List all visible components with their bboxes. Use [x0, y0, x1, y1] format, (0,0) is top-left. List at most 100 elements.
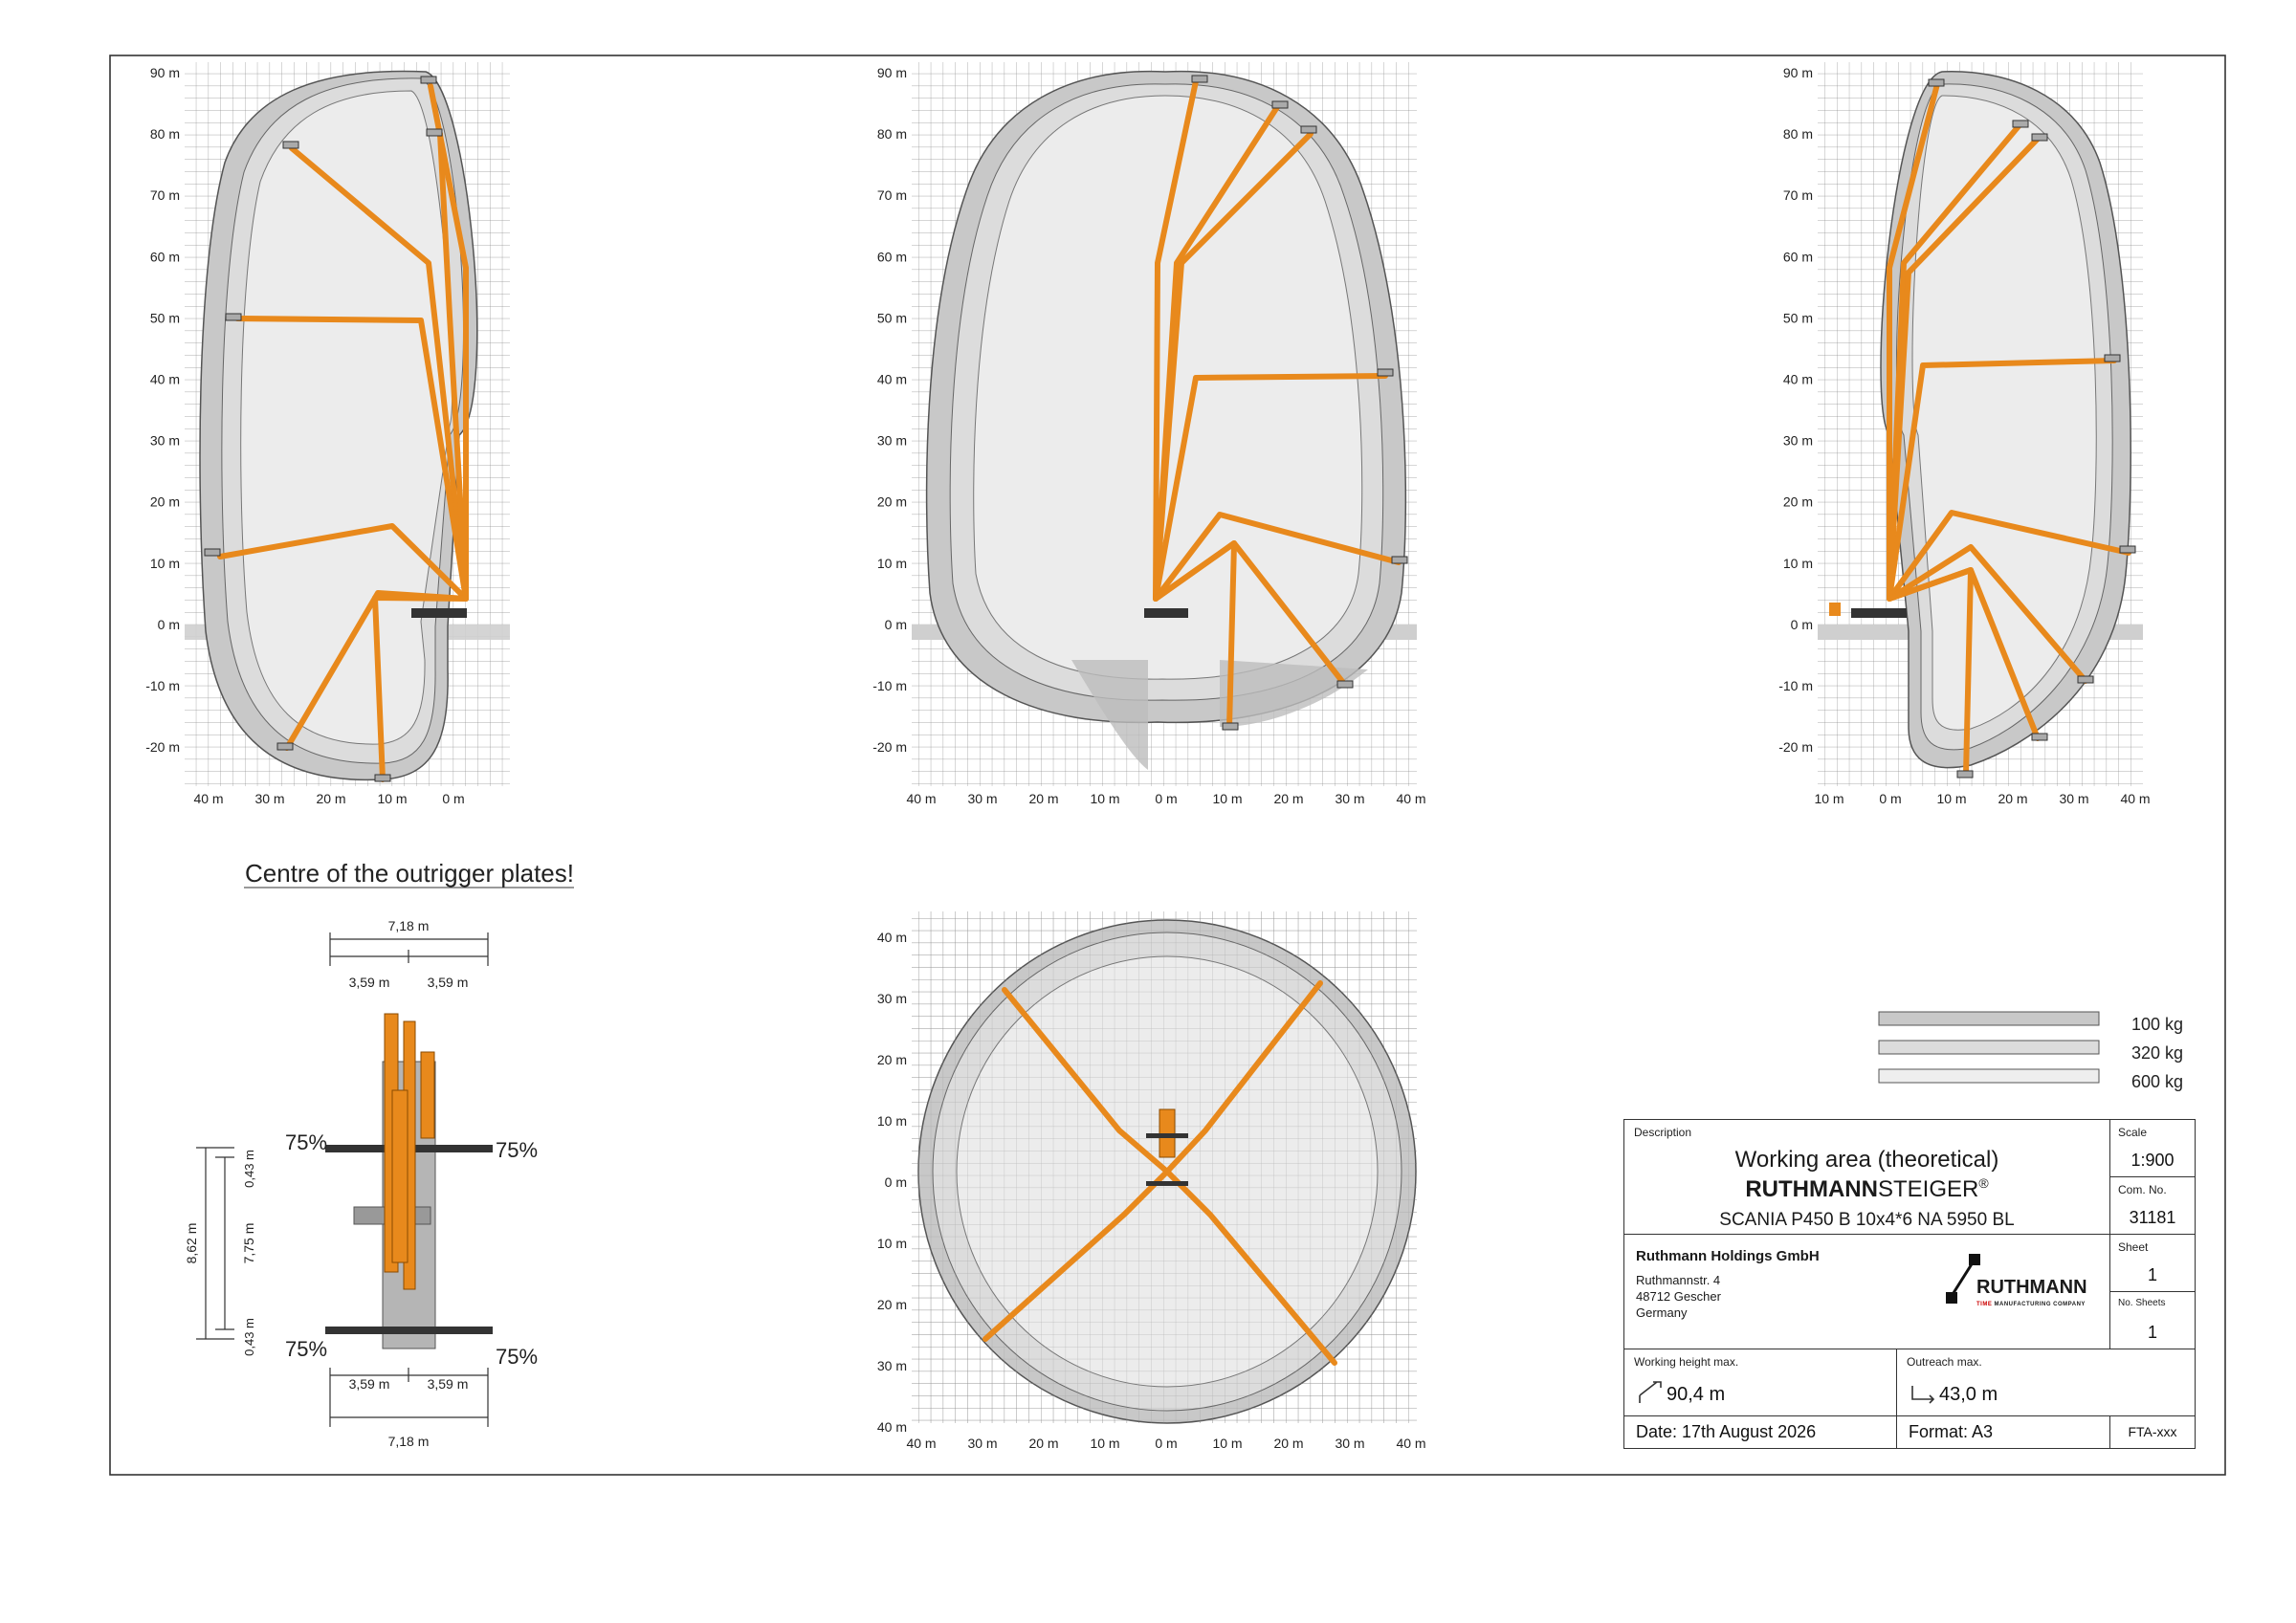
rear-view	[912, 62, 1417, 786]
brand-light: STEIGER	[1877, 1176, 1979, 1202]
x-tick-label: 30 m	[967, 1436, 997, 1451]
height-tick-label: 60 m	[1783, 249, 1813, 264]
legend-label: 600 kg	[2131, 1072, 2183, 1091]
x-tick-label: 0 m	[442, 791, 464, 806]
height-tick-label: 70 m	[1783, 187, 1813, 203]
y-tick-label: 30 m	[877, 991, 907, 1006]
title-block: Description Working area (theoretical) R…	[1623, 1119, 2196, 1449]
dim-width-half-top-right: 3,59 m	[428, 975, 469, 990]
working-height-label: Working height max.	[1634, 1355, 1739, 1369]
outrigger-heading: Centre of the outrigger plates!	[245, 859, 574, 888]
truck-chassis	[411, 608, 467, 618]
company-name: Ruthmann Holdings GmbH	[1636, 1248, 1820, 1264]
x-tick-label: 20 m	[1028, 1436, 1058, 1451]
date-cell: Date: 17th August 2026	[1624, 1416, 1897, 1448]
brand-bold: RUTHMANN	[1745, 1176, 1878, 1202]
dim-width-total-top: 7,18 m	[388, 918, 430, 933]
y-tick-label: 10 m	[877, 1236, 907, 1251]
x-tick-label: 30 m	[967, 791, 997, 806]
address-line-3: Germany	[1636, 1305, 1688, 1320]
height-tick-label: 20 m	[150, 494, 180, 510]
diagram-text: Centre of the outrigger plates! 7,18 m 3,5…	[184, 859, 2183, 1449]
x-tick-label: 10 m	[1212, 791, 1242, 806]
height-tick-label: 0 m	[158, 617, 180, 632]
legend-swatch-100kg	[1878, 1011, 2100, 1026]
boom-stowed	[384, 1013, 435, 1290]
scale-cell: Scale 1:900	[2110, 1120, 2195, 1177]
outreach-cell: Outreach max. 43,0 m	[1897, 1349, 2195, 1416]
truck-rear	[1144, 608, 1188, 618]
top-view	[912, 911, 1417, 1424]
zone-600kg	[1911, 95, 2097, 731]
height-tick-label: -10 m	[1778, 678, 1813, 693]
platform-baskets	[204, 76, 443, 782]
height-tick-label: 80 m	[1783, 126, 1813, 142]
x-tick-label: 10 m	[1212, 1436, 1242, 1451]
height-tick-label: 90 m	[150, 65, 180, 80]
dim-width-total-bottom: 7,18 m	[388, 1434, 430, 1449]
x-tick-label: 20 m	[316, 791, 345, 806]
zone-below-left	[1071, 660, 1148, 770]
height-tick-label: 40 m	[877, 372, 907, 387]
company-cell: Ruthmann Holdings GmbH Ruthmannstr. 4 48…	[1624, 1235, 2110, 1349]
height-tick-label: 40 m	[150, 372, 180, 387]
height-tick-label: -10 m	[145, 678, 180, 693]
height-tick-label: 30 m	[150, 433, 180, 449]
com-no-label: Com. No.	[2118, 1183, 2167, 1196]
height-tick-label: 30 m	[1783, 433, 1813, 449]
outreach-value: 43,0 m	[1939, 1384, 1998, 1405]
y-tick-label: 10 m	[877, 1113, 907, 1129]
load-pct-rear-left: 75%	[285, 1337, 327, 1361]
dim-length-total: 8,62 m	[184, 1223, 199, 1264]
legend-label: 320 kg	[2131, 1043, 2183, 1063]
format: Format: A3	[1909, 1422, 1994, 1441]
working-height-value: 90,4 m	[1667, 1384, 1726, 1405]
legend	[1878, 1011, 2100, 1084]
height-tick-label: 50 m	[877, 310, 907, 325]
sheet-value: 1	[2147, 1265, 2157, 1284]
com-no-value: 31181	[2129, 1208, 2176, 1227]
y-tick-label: 40 m	[877, 930, 907, 945]
height-tick-label: 0 m	[885, 617, 907, 632]
height-tick-label: 80 m	[150, 126, 180, 142]
height-tick-label: 90 m	[877, 65, 907, 80]
x-tick-label: 20 m	[1028, 791, 1058, 806]
outrigger-rear	[1146, 1181, 1188, 1186]
logo-text: RUTHMANN	[1976, 1277, 2087, 1298]
truck-cab	[1829, 603, 1841, 616]
dim-width-half-top-left: 3,59 m	[349, 975, 390, 990]
side-view-left	[185, 62, 510, 786]
height-tick-label: 10 m	[1783, 556, 1813, 571]
x-tick-label: 30 m	[1335, 1436, 1364, 1451]
outreach-icon	[1911, 1386, 1935, 1404]
height-tick-label: 0 m	[1791, 617, 1813, 632]
dim-offset-top: 0,43 m	[242, 1150, 256, 1188]
x-tick-label: 0 m	[1155, 791, 1177, 806]
zone-below-right	[1220, 660, 1368, 727]
x-tick-label: 40 m	[1396, 791, 1425, 806]
fta: FTA-xxx	[2128, 1424, 2177, 1439]
scale-value: 1:900	[2130, 1151, 2175, 1170]
logo-tag: TIME	[1976, 1302, 1993, 1307]
height-tick-label: -20 m	[1778, 739, 1813, 755]
ruthmann-logo-icon	[1946, 1254, 1980, 1304]
x-tick-label: 30 m	[1335, 791, 1364, 806]
height-tick-label: 10 m	[877, 556, 907, 571]
x-tick-label: 30 m	[2059, 791, 2088, 806]
logo-sub: TIME MANUFACTURING COMPANY	[1976, 1302, 2086, 1307]
x-tick-label: 20 m	[1273, 1436, 1303, 1451]
y-tick-label: 0 m	[885, 1174, 907, 1190]
working-height-icon	[1639, 1381, 1662, 1403]
fta-cell: FTA-xxx	[2110, 1416, 2195, 1448]
scale-label: Scale	[2118, 1126, 2148, 1139]
height-tick-label: 20 m	[1783, 494, 1813, 510]
brand: RUTHMANNSTEIGER®	[1624, 1175, 2109, 1203]
y-tick-label: 30 m	[877, 1358, 907, 1373]
x-tick-label: 0 m	[1155, 1436, 1177, 1451]
sheet-frame	[109, 55, 2226, 1476]
brand-reg: ®	[1978, 1175, 1989, 1191]
boom-positions	[1153, 78, 1402, 730]
x-tick-label: 20 m	[1273, 791, 1303, 806]
com-no-cell: Com. No. 31181	[2110, 1177, 2195, 1235]
x-tick-label: 10 m	[1090, 791, 1119, 806]
